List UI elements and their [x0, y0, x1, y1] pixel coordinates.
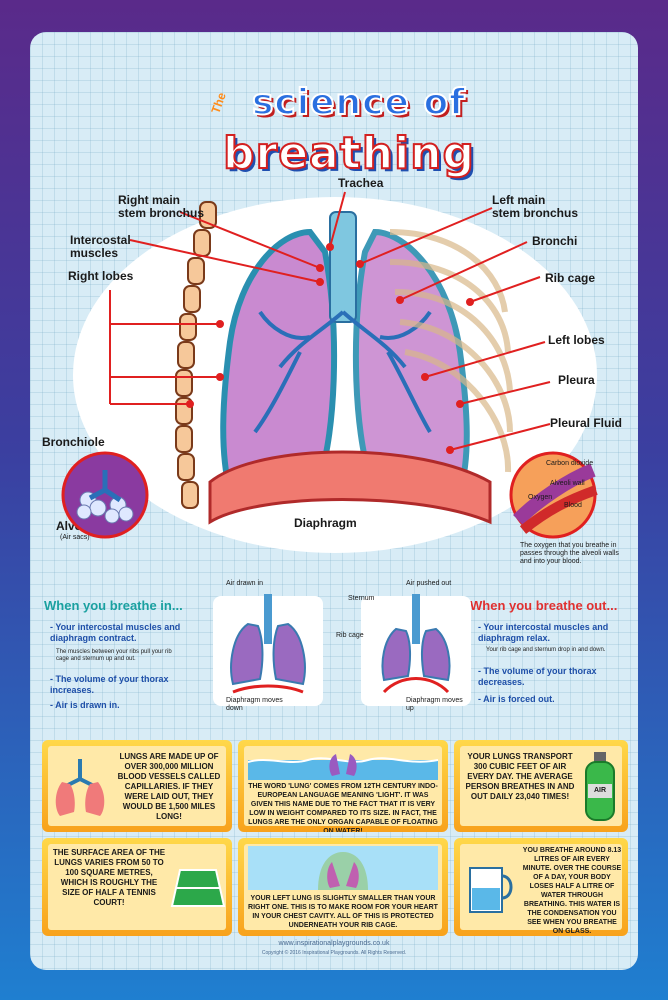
label-right-lobes: Right lobes — [68, 269, 134, 283]
label-air-pushed-out: Air pushed out — [406, 580, 452, 587]
label-alveoli-wall: Alveoli wall — [550, 480, 585, 487]
oxygen-caption: The oxygen that you breathe in passes th… — [520, 542, 619, 565]
footer-url: www.inspirationalplaygrounds.co.uk — [278, 940, 390, 947]
label-rib-cage: Rib cage — [545, 271, 596, 285]
measuring-jug-icon — [469, 867, 513, 913]
fact-left-lung-text: YOUR LEFT LUNG IS SLIGHTLY SMALLER THAN … — [248, 895, 438, 929]
label-oxygen: Oxygen — [528, 494, 553, 501]
label-bronchiole: Bronchiole — [42, 435, 105, 449]
label-carbon-dioxide: Carbon dioxide — [546, 460, 594, 467]
fact-box-surface-area: THE SURFACE AREA OF THE LUNGS VARIES FRO… — [42, 838, 232, 936]
label-left-main-2: stem bronchus — [492, 206, 579, 220]
breathe-in-diagram — [213, 594, 323, 706]
oxygen-exchange-zoom — [509, 451, 598, 539]
fact-lung-word-text: THE WORD 'LUNG' COMES FROM 12TH CENTURY … — [248, 783, 438, 832]
fact-air-transport-text: YOUR LUNGS TRANSPORT 300 CUBIC FEET OF A… — [465, 752, 575, 801]
chest-icon — [248, 846, 438, 890]
air-tank-icon — [585, 752, 615, 821]
water-icon — [248, 754, 438, 780]
label-left-main-1: Left main — [492, 193, 546, 207]
label-right-main-2: stem bronchus — [118, 206, 205, 220]
breathe-out-point2: - The volume of your thorax decreases. — [478, 666, 597, 687]
label-blood: Blood — [564, 502, 582, 509]
air-tank-label: AIR — [593, 787, 607, 794]
fact-box-left-lung: YOUR LEFT LUNG IS SLIGHTLY SMALLER THAN … — [238, 838, 448, 936]
label-sternum: Sternum — [348, 595, 375, 602]
page-title-line2: breathing — [222, 127, 475, 180]
label-diaphragm-down: Diaphragm moves down — [226, 697, 283, 712]
breathe-in-point1: - Your intercostal muscles and diaphragm… — [50, 622, 181, 643]
label-intercostal-2: muscles — [70, 246, 119, 260]
alveoli-zoom — [61, 451, 149, 539]
page-title-line1: science of — [251, 81, 466, 124]
label-diaphragm: Diaphragm — [294, 516, 357, 530]
label-intercostal-1: Intercostal — [70, 233, 131, 247]
fact-box-capillaries: LUNGS ARE MADE UP OF OVER 300,000 MILLIO… — [42, 740, 232, 832]
label-pleura: Pleura — [558, 373, 595, 387]
fact-litres-text: YOU BREATHE AROUND 8.13 LITRES OF AIR EV… — [522, 847, 622, 935]
label-bronchi: Bronchi — [532, 234, 578, 248]
diaphragm — [208, 450, 492, 525]
label-rib-cage-small: Rib cage — [336, 632, 364, 639]
footer-copyright: Copyright © 2016 Inspirational Playgroun… — [261, 950, 407, 956]
label-diaphragm-up: Diaphragm moves up — [406, 697, 463, 712]
lungs-icon — [55, 759, 105, 816]
breathe-in-note: The muscles between your ribs pull your … — [56, 649, 172, 662]
label-pleural-fluid: Pleural Fluid — [550, 416, 623, 430]
breathe-in-point2: - The volume of your thorax increases. — [50, 674, 169, 695]
label-air-sacs: (Air sacs) — [60, 534, 90, 541]
bronchial-tree — [253, 310, 432, 434]
poster-panel: The science of breathing Trachea Right m… — [30, 32, 638, 970]
label-right-main-1: Right main — [118, 193, 180, 207]
label-left-lobes: Left lobes — [548, 333, 605, 347]
breathe-out-heading: When you breathe out... — [470, 598, 618, 613]
fact-surface-area-text: THE SURFACE AREA OF THE LUNGS VARIES FRO… — [52, 848, 166, 907]
trachea — [329, 211, 357, 323]
breathe-in-heading: When you breathe in... — [44, 598, 183, 613]
breathe-out-point3: - Air is forced out. — [478, 694, 555, 704]
pointer-lines — [109, 191, 551, 454]
fact-box-litres: YOU BREATHE AROUND 8.13 LITRES OF AIR EV… — [454, 838, 628, 936]
label-trachea: Trachea — [338, 176, 384, 190]
breathe-out-point1: - Your intercostal muscles and diaphragm… — [478, 622, 609, 643]
label-air-drawn-in: Air drawn in — [226, 580, 263, 587]
breathe-out-diagram — [361, 594, 471, 706]
lungs-illustration — [175, 201, 513, 525]
fact-box-air-transport: YOUR LUNGS TRANSPORT 300 CUBIC FEET OF A… — [454, 740, 628, 832]
breathe-in-point3: - Air is drawn in. — [50, 700, 120, 710]
rib-column — [175, 201, 217, 509]
fact-box-lung-word: THE WORD 'LUNG' COMES FROM 12TH CENTURY … — [238, 740, 448, 832]
breathe-out-note: Your rib cage and sternum drop in and do… — [486, 647, 606, 653]
fact-capillaries-text: LUNGS ARE MADE UP OF OVER 300,000 MILLIO… — [117, 752, 221, 821]
tennis-court-icon — [170, 869, 226, 907]
